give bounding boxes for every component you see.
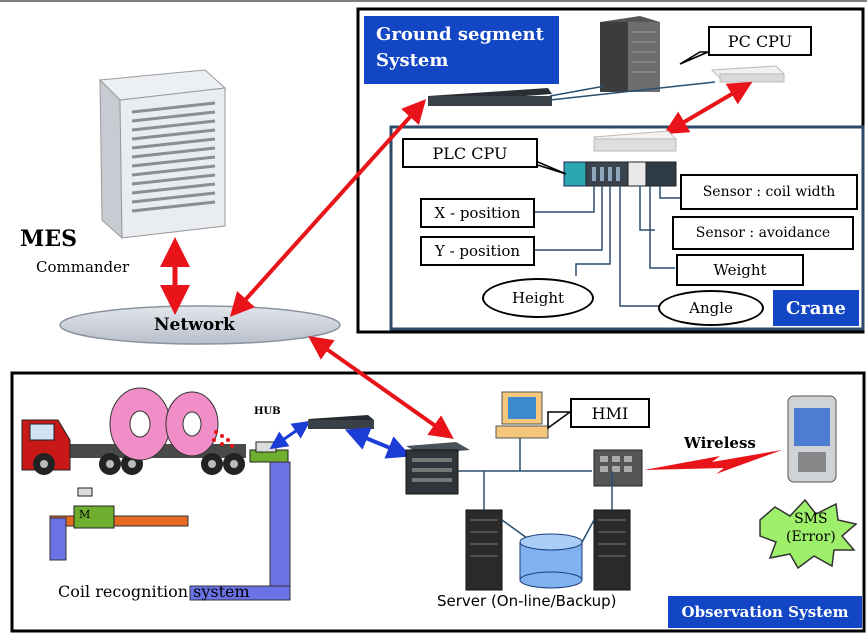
wireless-label: Wireless bbox=[684, 434, 756, 452]
sensor-coil-label: Sensor : coil width bbox=[680, 174, 858, 210]
height-label: Height bbox=[482, 278, 594, 318]
coil-icon-2 bbox=[165, 391, 219, 457]
switch-pc-link bbox=[549, 85, 606, 97]
plc-cpu-icon bbox=[563, 161, 677, 187]
observation-title: Observation System bbox=[668, 596, 862, 628]
sms-burst bbox=[759, 498, 858, 570]
device-plc-arrow bbox=[663, 81, 753, 135]
server-label: Server (On-line/Backup) bbox=[437, 592, 617, 610]
sms-line1: SMS bbox=[794, 511, 828, 527]
mes-server-icon bbox=[98, 69, 227, 240]
mes-subtitle: Commander bbox=[36, 258, 130, 276]
hub-device-icon bbox=[308, 415, 374, 429]
y-position-label: Y - position bbox=[420, 236, 535, 266]
plc-device-icon bbox=[592, 130, 678, 152]
hmi-pc-icon bbox=[495, 391, 549, 439]
wireless-lightning bbox=[644, 450, 782, 474]
pc-cpu-label: PC CPU bbox=[708, 26, 812, 56]
switch-icon bbox=[428, 88, 552, 106]
hub-camera-arrow bbox=[269, 420, 311, 450]
plc-cpu-label: PLC CPU bbox=[402, 138, 538, 168]
pda-icon bbox=[787, 395, 837, 483]
server-left-icon bbox=[465, 509, 503, 591]
coil-recognition-label: Coil recognition system bbox=[58, 582, 250, 601]
wireless-device-icon bbox=[593, 449, 643, 487]
truck-icon bbox=[21, 419, 246, 475]
sensor-avoid-label: Sensor : avoidance bbox=[672, 216, 854, 250]
sms-line2: (Error) bbox=[786, 529, 836, 545]
plc-wires bbox=[535, 186, 680, 307]
pc-callout-pointer bbox=[679, 51, 709, 65]
mes-title: MES bbox=[20, 226, 78, 252]
storage-icon bbox=[519, 533, 583, 589]
m-label: M bbox=[79, 508, 91, 521]
coil-icon-1 bbox=[109, 387, 171, 461]
network-device-icon bbox=[710, 65, 786, 83]
gantry-base bbox=[189, 585, 291, 601]
gantry-pillar bbox=[269, 461, 291, 587]
x-position-label: X - position bbox=[420, 198, 535, 228]
ground-title-line1: Ground segment bbox=[376, 24, 544, 45]
weight-label: Weight bbox=[676, 254, 804, 286]
m-station-icon bbox=[49, 487, 189, 561]
network-observation-arrow bbox=[308, 336, 454, 439]
hub-router-arrow bbox=[344, 427, 412, 459]
hmi-callout-pointer bbox=[547, 411, 573, 430]
sms-label: SMS (Error) bbox=[786, 510, 836, 546]
hmi-label: HMI bbox=[570, 398, 650, 428]
router-icon bbox=[405, 442, 470, 495]
ground-segment-title: Ground segment System bbox=[364, 16, 559, 84]
pc-cpu-icon bbox=[600, 16, 660, 92]
network-ground-arrow bbox=[229, 99, 427, 317]
crane-label: Crane bbox=[773, 290, 859, 326]
network-label: Network bbox=[154, 315, 235, 335]
angle-label: Angle bbox=[658, 290, 764, 326]
ground-title-line2: System bbox=[376, 50, 449, 71]
sensor-beam-icon bbox=[212, 430, 234, 448]
server-right-icon bbox=[593, 509, 631, 591]
hub-label: HUB bbox=[254, 406, 281, 417]
